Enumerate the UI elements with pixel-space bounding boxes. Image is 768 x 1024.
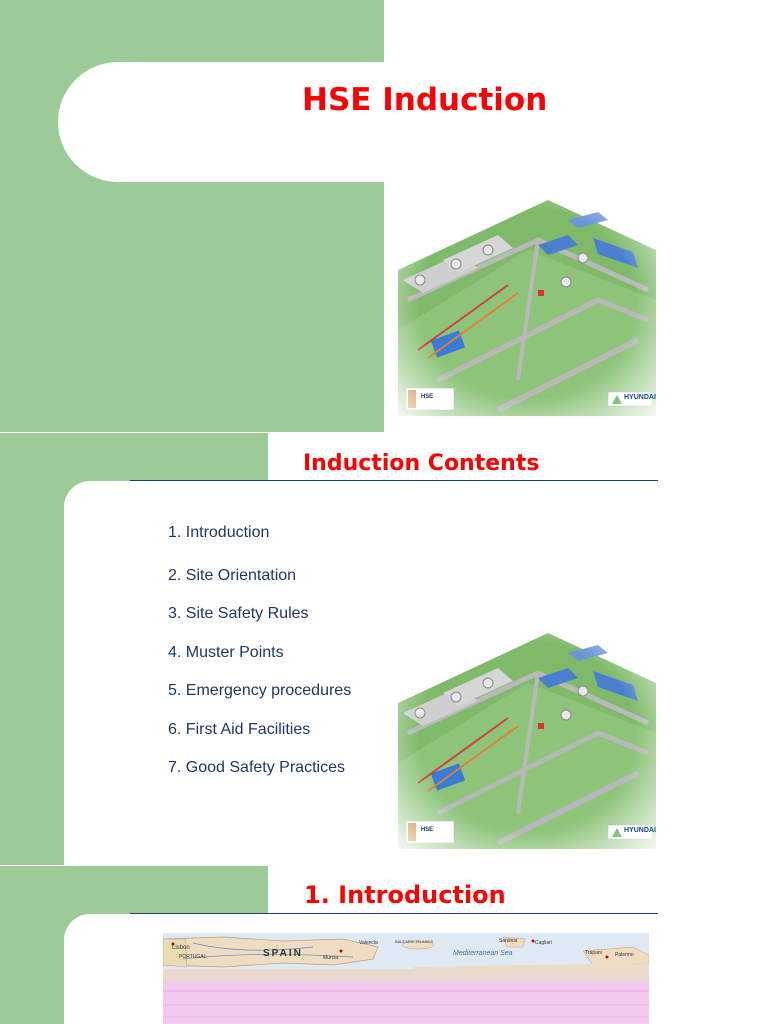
slide-introduction: 1. Introduction SPAIN PORTUGAL Lisbon Me…	[0, 866, 768, 1024]
map-label-lisbon: Lisbon	[172, 945, 190, 951]
slide-induction-contents: Induction Contents 1. Introduction 2. Si…	[0, 433, 768, 865]
slide-hse-induction: HSE Induction	[0, 0, 768, 432]
title-underline	[130, 913, 658, 914]
map-label-palermo: Palermo	[615, 952, 634, 958]
slide-title: HSE Induction	[302, 82, 548, 118]
map-label-spain: SPAIN	[263, 948, 303, 959]
title-banner	[58, 62, 768, 182]
list-item: 7. Good Safety Practices	[168, 759, 345, 776]
map-label-balearic: BALEARIC ISLANDS	[395, 939, 434, 944]
region-map-image: SPAIN PORTUGAL Lisbon Mediterranean Sea …	[163, 933, 649, 1024]
map-label-trapani: Trapani	[585, 950, 602, 956]
map-label-cagliari: Cagliari	[535, 940, 552, 946]
map-label-murcia: Murcia	[323, 955, 339, 961]
region-map-svg	[163, 933, 649, 1024]
map-label-med-sea: Mediterranean Sea	[453, 950, 513, 957]
hyundai-logo: HYUNDAI	[624, 827, 656, 834]
list-item: 5. Emergency procedures	[168, 682, 352, 699]
site-render-image: HSE HYUNDAI	[398, 190, 656, 416]
slide-title: Induction Contents	[303, 451, 540, 476]
map-label-portugal: PORTUGAL	[179, 954, 207, 960]
title-underline	[130, 480, 658, 481]
list-item: 1. Introduction	[168, 524, 270, 541]
site-render-image: HSE HYUNDAI	[398, 623, 656, 849]
hse-logo: HSE	[420, 827, 434, 833]
slide-title: 1. Introduction	[304, 881, 506, 909]
site-render-svg	[398, 623, 656, 849]
list-item: 3. Site Safety Rules	[168, 605, 309, 622]
map-label-valencia: Valencia	[359, 940, 378, 946]
hse-logo: HSE	[420, 394, 434, 400]
list-item: 6. First Aid Facilities	[168, 721, 311, 738]
list-item: 4. Muster Points	[168, 644, 284, 661]
map-label-sardinia: Sardinia	[499, 938, 518, 944]
site-render-svg	[398, 190, 656, 416]
list-item: 2. Site Orientation	[168, 567, 297, 584]
hyundai-logo: HYUNDAI	[624, 394, 656, 401]
